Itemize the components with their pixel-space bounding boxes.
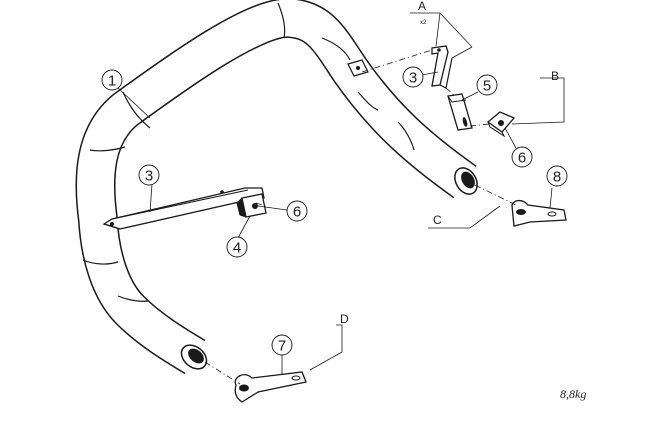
svg-text:8: 8 bbox=[553, 169, 561, 186]
callout-5: 5 bbox=[476, 74, 498, 96]
label-D: D bbox=[340, 312, 349, 326]
bracket-part-3-left bbox=[102, 187, 265, 230]
label-A-qty: x2 bbox=[420, 20, 427, 26]
svg-text:3: 3 bbox=[409, 70, 417, 87]
callout-8: 8 bbox=[546, 165, 568, 187]
main-crash-bar-tube bbox=[75, 0, 477, 375]
bracket-part-7 bbox=[234, 371, 307, 403]
bracket-part-8 bbox=[511, 199, 567, 227]
assembly-dash-lines bbox=[204, 49, 517, 385]
clamp-part-4-left bbox=[236, 193, 267, 218]
label-B: B bbox=[551, 69, 559, 83]
callout-3-left: 3 bbox=[138, 164, 160, 186]
svg-text:5: 5 bbox=[483, 78, 491, 95]
svg-text:6: 6 bbox=[518, 150, 526, 167]
label-A: A bbox=[418, 0, 426, 13]
leader-lines bbox=[117, 12, 565, 374]
label-C: C bbox=[433, 213, 442, 227]
svg-text:7: 7 bbox=[278, 338, 286, 355]
plate-part-5 bbox=[447, 93, 473, 131]
nut-part-6-right bbox=[486, 111, 516, 138]
callout-1: 1 bbox=[101, 69, 123, 91]
tube-end-right bbox=[454, 167, 478, 195]
svg-text:1: 1 bbox=[108, 73, 116, 90]
callout-3-right: 3 bbox=[402, 66, 424, 88]
callout-6-left: 6 bbox=[286, 200, 308, 222]
svg-text:3: 3 bbox=[145, 168, 153, 185]
callout-4: 4 bbox=[226, 236, 248, 258]
svg-text:6: 6 bbox=[293, 204, 301, 221]
callout-6-right: 6 bbox=[511, 146, 533, 168]
svg-text:4: 4 bbox=[233, 240, 241, 257]
weight-label: 8,8kg bbox=[560, 387, 586, 401]
bracket-part-3-right bbox=[431, 45, 453, 89]
callout-7: 7 bbox=[271, 334, 293, 356]
tube-end-bottom bbox=[180, 344, 208, 370]
